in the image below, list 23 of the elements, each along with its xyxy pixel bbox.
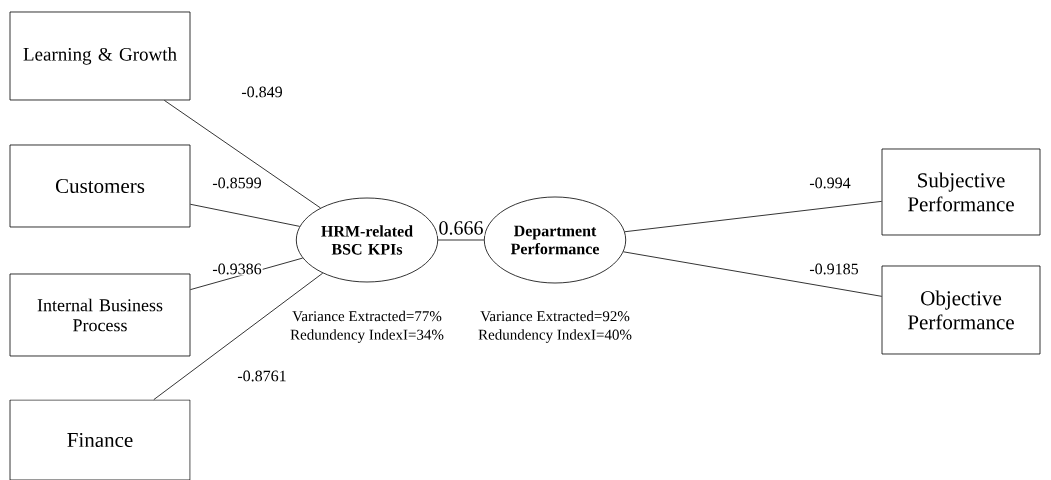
coefficient-label: 0.666 — [437, 220, 485, 236]
statistic-text: Redundency IndexI=34% — [290, 329, 444, 343]
coefficient-label: -0.9386 — [211, 262, 263, 276]
statistic-text: Variance Extracted=92% — [480, 310, 630, 322]
statistic-text: Redundency IndexI=40% — [478, 329, 632, 343]
concept-box: Internal Business Process — [9, 273, 191, 357]
path-line — [190, 203, 301, 227]
concept-box: Finance — [9, 399, 191, 480]
concept-box: Subjective Performance — [881, 148, 1041, 236]
concept-box: Objective Performance — [881, 265, 1041, 355]
coefficient-label: -0.9185 — [808, 262, 860, 276]
concept-box: Customers — [9, 144, 191, 228]
statistic-text: Variance Extracted=77% — [292, 310, 442, 322]
coefficient-label: -0.8599 — [211, 176, 263, 190]
path-line — [624, 200, 882, 233]
path-line — [153, 272, 324, 400]
concept-box: Learning & Growth — [9, 11, 191, 101]
coefficient-label: -0.994 — [808, 176, 852, 190]
path-line — [164, 100, 321, 209]
coefficient-label: -0.849 — [240, 85, 284, 99]
coefficient-label: -0.8761 — [236, 369, 288, 383]
path-line — [437, 239, 485, 241]
path-line — [623, 251, 882, 297]
